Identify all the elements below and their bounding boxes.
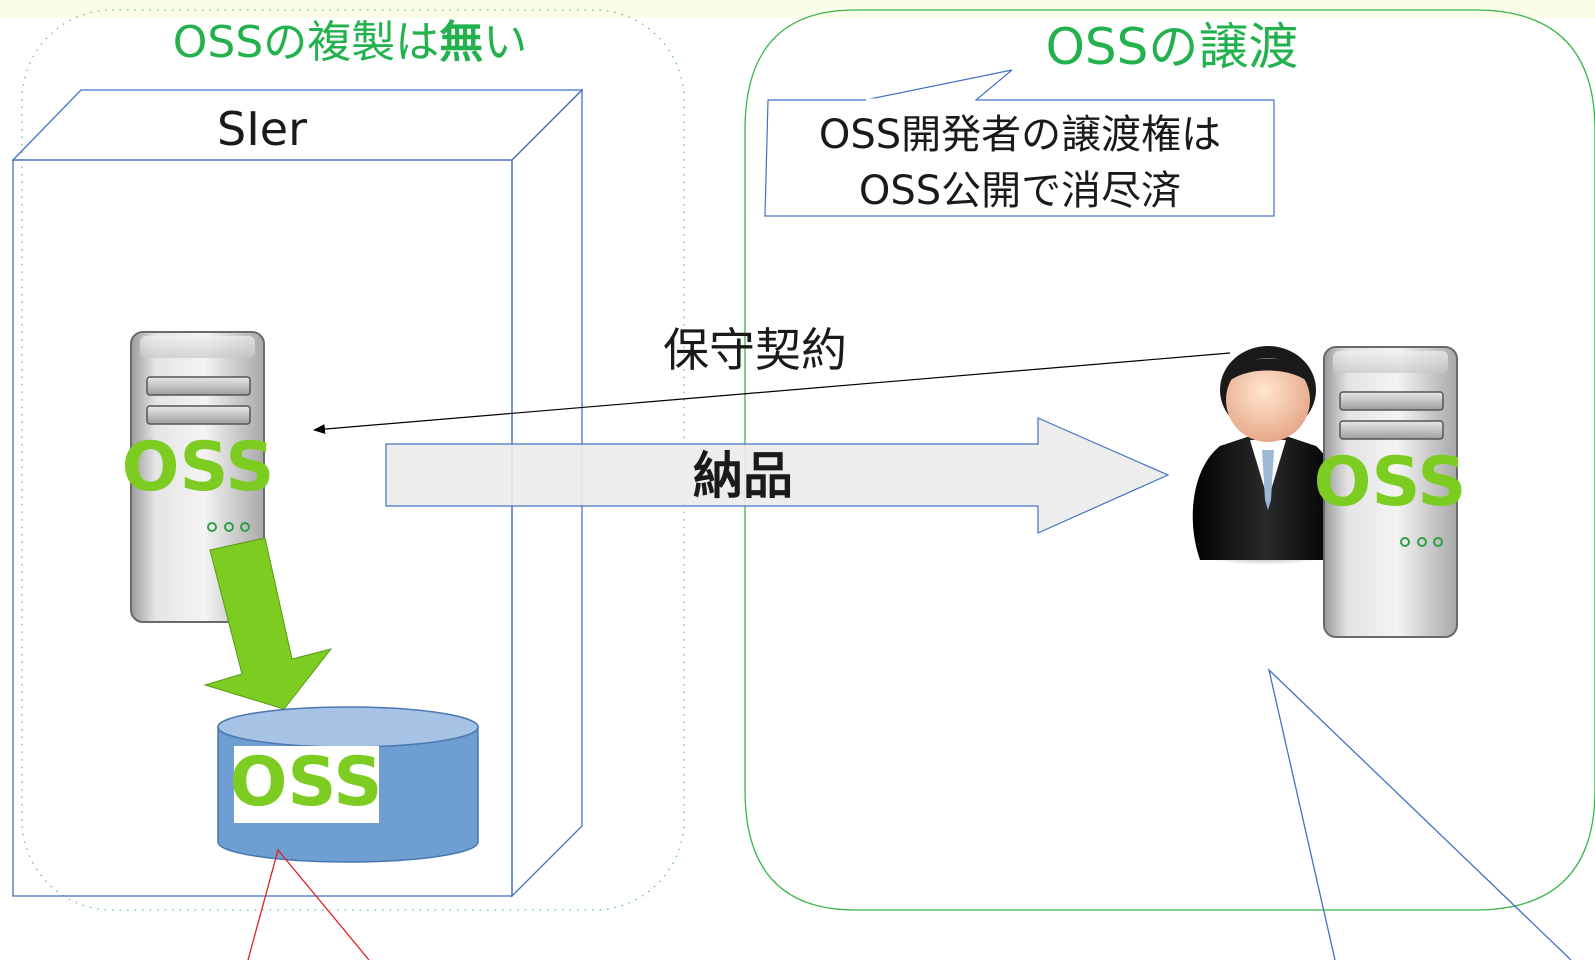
callout-line1: OSS開発者の譲渡権は [819,112,1221,158]
right-group-title: OSSの譲渡 [1046,18,1299,76]
callout-line2: OSS公開で消尽済 [859,168,1181,214]
down-arrow-icon [203,537,333,710]
callout-bubble [764,69,1275,217]
maintenance-arrow [313,352,1231,435]
server-icon [130,331,265,623]
businessman-icon [1192,346,1339,565]
top-band [0,0,1595,18]
blue-callout-pointer [1267,668,1572,961]
database-oss-label: OSS [230,743,383,822]
sier-label: SIer [217,102,307,156]
maintenance-label: 保守契約 [663,323,847,377]
right-server-oss-label: OSS [1314,443,1467,522]
database-label-bg [234,746,379,823]
right-arrow-icon [385,417,1170,534]
delivery-label: 納品 [693,447,793,505]
left-group-title: OSSの複製は無い [173,17,528,68]
server-icon [1323,346,1458,638]
red-callout-pointer [247,848,370,961]
left-server-oss-label: OSS [122,428,275,507]
right-group-border [744,9,1595,911]
sier-box [11,88,584,898]
